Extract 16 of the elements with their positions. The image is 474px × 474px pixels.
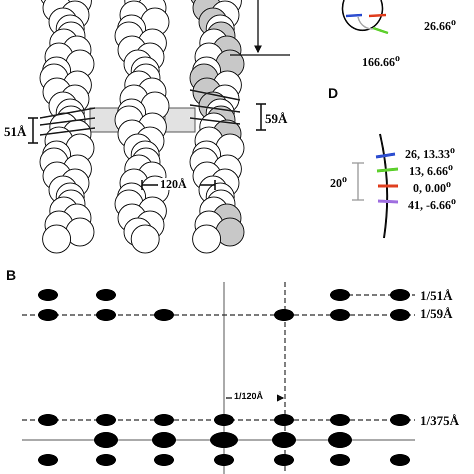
measurement-label: 26, 13.33$^{o}$ [405,146,455,160]
measurement-label: 1/120Å [234,392,264,401]
measurement-label: 120Å [160,178,187,190]
measurement-label: 26.66$^{o}$ [424,18,456,32]
measurement-label: 1/59Å [420,307,452,320]
panel-letter: B [6,268,16,282]
measurement-label: 59Å [265,112,288,125]
measurement-label: 41, -6.66$^{o}$ [408,197,456,211]
measurement-label: 1/51Å [420,289,452,302]
measurement-label: 0, 0.00$^{o}$ [413,180,451,194]
measurement-label: 51Å [4,125,26,138]
measurement-label: 20$^{o}$ [330,175,347,189]
measurement-label: 166.66$^{o}$ [362,54,400,68]
measurement-label: 13, 6.66$^{o}$ [409,163,453,177]
measurement-label: 1/375Å [420,414,459,427]
panel-letter: D [328,86,338,100]
